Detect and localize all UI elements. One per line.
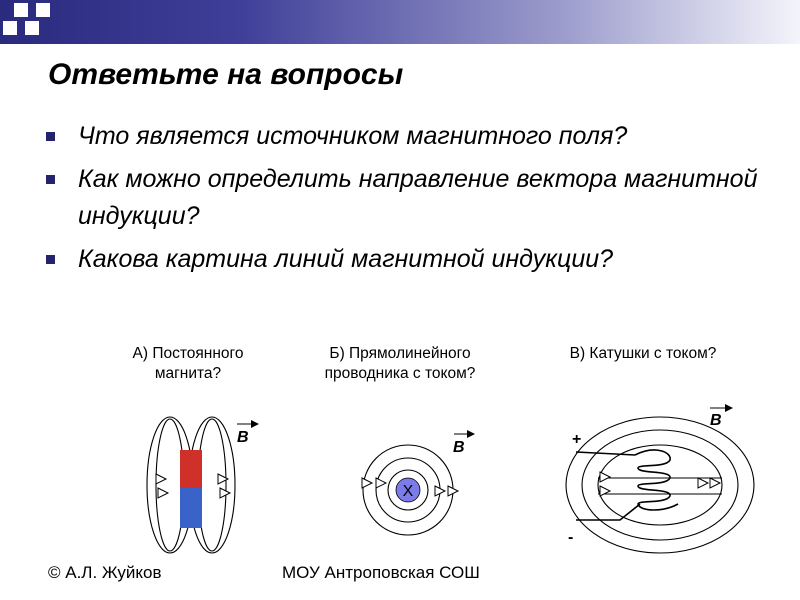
vector-b-label: B xyxy=(237,429,249,446)
square-bullet-icon xyxy=(46,175,55,184)
polarity-plus-label: + xyxy=(572,431,581,448)
caption-coil: В) Катушки с током? xyxy=(569,345,717,362)
footer-author: © А.Л. Жуйков xyxy=(48,563,162,582)
coil-lead-minus xyxy=(576,503,641,521)
question-item: Как можно определить направление вектора… xyxy=(40,161,780,235)
field-line xyxy=(197,418,227,552)
magnet-north-pole xyxy=(180,450,202,488)
question-text: Какова картина линий магнитной индукции? xyxy=(78,245,614,273)
arrow-icon xyxy=(434,485,447,497)
magnet-south-pole xyxy=(180,488,202,528)
question-text: Что является источником магнитного поля? xyxy=(78,122,628,150)
coil-winding xyxy=(634,449,679,511)
question-item: Что является источником магнитного поля? xyxy=(40,118,780,155)
magnet-field-diagram: B xyxy=(146,416,259,554)
current-direction-label: X xyxy=(403,483,414,500)
slide-title: Ответьте на вопросы xyxy=(48,58,404,91)
polarity-minus-label: - xyxy=(568,529,573,546)
question-list: Что является источником магнитного поля?… xyxy=(40,118,780,284)
arrow-icon xyxy=(709,477,722,489)
caption-magnet: А) Постоянного магнита? xyxy=(132,345,244,382)
conductor-cross-section xyxy=(395,477,421,503)
square-bullet-icon xyxy=(46,255,55,264)
question-text: Как можно определить направление вектора… xyxy=(78,165,758,230)
arrow-icon xyxy=(361,477,374,489)
field-line xyxy=(581,429,739,541)
header-decoration xyxy=(25,21,39,35)
coil-field-diagram: B + - xyxy=(565,404,755,554)
caption-conductor: Б) Прямолинейного проводника с током? xyxy=(324,345,476,382)
header-decoration xyxy=(3,21,17,35)
header-bar xyxy=(0,0,800,44)
arrow-icon xyxy=(155,473,168,485)
field-line xyxy=(565,416,755,554)
arrow-icon xyxy=(697,477,710,489)
vector-b-label: B xyxy=(710,412,722,429)
vector-b-label: B xyxy=(453,439,465,456)
conductor-field-diagram: X B xyxy=(361,430,475,536)
field-line xyxy=(387,469,429,511)
arrow-icon xyxy=(217,473,230,485)
arrow-icon xyxy=(599,485,612,497)
footer-school: МОУ Антроповская СОШ xyxy=(282,563,480,582)
arrow-icon xyxy=(599,471,612,483)
arrow-icon xyxy=(447,485,460,497)
header-decoration xyxy=(36,3,50,17)
field-line xyxy=(597,444,723,526)
square-bullet-icon xyxy=(46,132,55,141)
arrow-icon xyxy=(375,477,388,489)
coil-lead-plus xyxy=(575,451,636,456)
arrow-icon xyxy=(219,487,232,499)
question-item: Какова картина линий магнитной индукции? xyxy=(40,241,780,278)
header-decoration xyxy=(14,3,28,17)
arrow-icon xyxy=(157,487,170,499)
field-line xyxy=(155,418,185,552)
